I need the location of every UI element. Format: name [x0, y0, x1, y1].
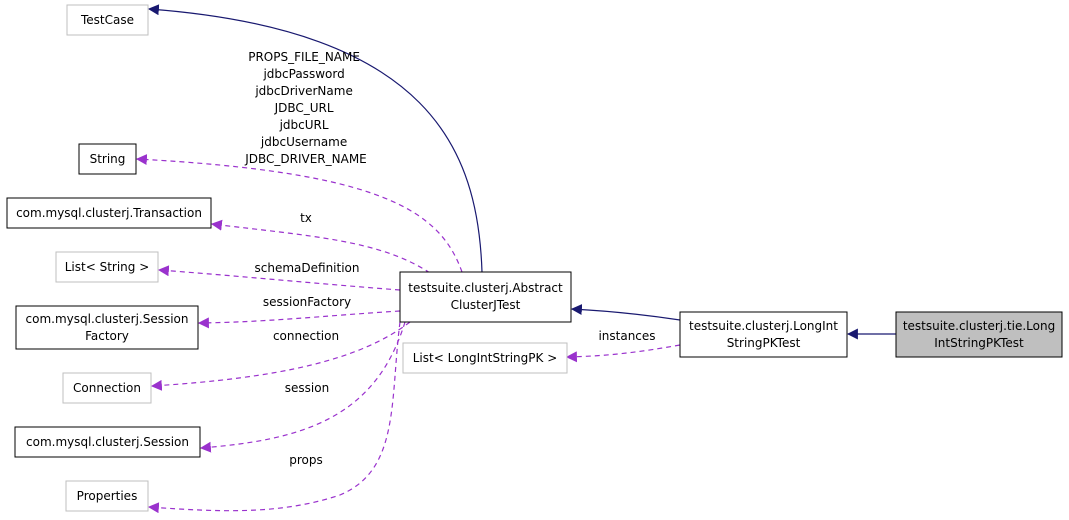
usage-edge-string: [135, 154, 463, 273]
node-label: Factory: [85, 329, 129, 343]
edge-label-field: jdbcDriverName: [254, 84, 353, 98]
usage-edge-list-pk: [565, 344, 681, 363]
node-label: Connection: [73, 381, 141, 395]
edge-label-session-factory: sessionFactory: [263, 295, 351, 309]
node-session[interactable]: com.mysql.clusterj.Session: [14, 426, 201, 458]
edge-label-field: jdbcPassword: [262, 67, 344, 81]
edge-label-string-fields: PROPS_FILE_NAME jdbcPassword jdbcDriverN…: [244, 50, 367, 166]
usage-edge-session: [199, 321, 406, 453]
edge-label-props: props: [289, 453, 323, 467]
edge-label-field: jdbcURL: [279, 118, 329, 132]
node-label: com.mysql.clusterj.Session: [26, 435, 189, 449]
inheritance-edge-abstract-testcase: [147, 4, 483, 273]
edge-label-field: JDBC_URL: [274, 101, 334, 115]
node-list-string[interactable]: List< String >: [55, 251, 159, 283]
node-label: Properties: [77, 489, 138, 503]
node-tie-longint-stringpk-test[interactable]: testsuite.clusterj.tie.Long IntStringPKT…: [895, 311, 1063, 358]
usage-edge-connection: [150, 321, 411, 391]
inheritance-edge-longint-abstract: [570, 304, 681, 321]
node-abstract-clusterj-test[interactable]: testsuite.clusterj.Abstract ClusterJTest: [399, 271, 572, 323]
node-label: TestCase: [80, 13, 134, 27]
node-transaction[interactable]: com.mysql.clusterj.Transaction: [6, 197, 212, 229]
edge-label-field: jdbcUsername: [260, 135, 347, 149]
node-label: ClusterJTest: [451, 298, 521, 312]
node-string[interactable]: String: [78, 143, 137, 175]
node-label: IntStringPKTest: [934, 336, 1024, 350]
node-label: testsuite.clusterj.tie.Long: [903, 319, 1055, 333]
node-label: com.mysql.clusterj.Session: [26, 312, 189, 326]
edge-label-tx: tx: [300, 211, 312, 225]
edge-label-session: session: [285, 381, 329, 395]
node-longint-stringpk-test[interactable]: testsuite.clusterj.LongInt StringPKTest: [679, 311, 848, 358]
usage-edge-transaction: [210, 219, 431, 274]
node-properties[interactable]: Properties: [65, 480, 149, 512]
usage-edge-list-string: [157, 265, 401, 291]
node-label: testsuite.clusterj.Abstract: [408, 281, 563, 295]
node-label: com.mysql.clusterj.Transaction: [16, 206, 202, 220]
node-label: List< LongIntStringPK >: [413, 351, 558, 365]
node-connection[interactable]: Connection: [62, 372, 152, 404]
node-label: String: [90, 152, 126, 166]
edge-label-field: JDBC_DRIVER_NAME: [244, 152, 367, 166]
usage-edge-session-factory: [197, 310, 401, 329]
edge-label-field: PROPS_FILE_NAME: [248, 50, 360, 64]
node-label: StringPKTest: [727, 336, 801, 350]
node-testcase[interactable]: TestCase: [66, 4, 149, 36]
edge-label-schema-definition: schemaDefinition: [255, 261, 360, 275]
edge-label-instances: instances: [598, 329, 655, 343]
node-label: List< String >: [65, 260, 150, 274]
node-session-factory[interactable]: com.mysql.clusterj.Session Factory: [15, 305, 199, 350]
edge-label-connection: connection: [273, 329, 339, 343]
node-label: testsuite.clusterj.LongInt: [689, 319, 838, 333]
usage-edge-properties: [147, 321, 401, 514]
node-list-longintstringpk[interactable]: List< LongIntStringPK >: [402, 342, 568, 374]
